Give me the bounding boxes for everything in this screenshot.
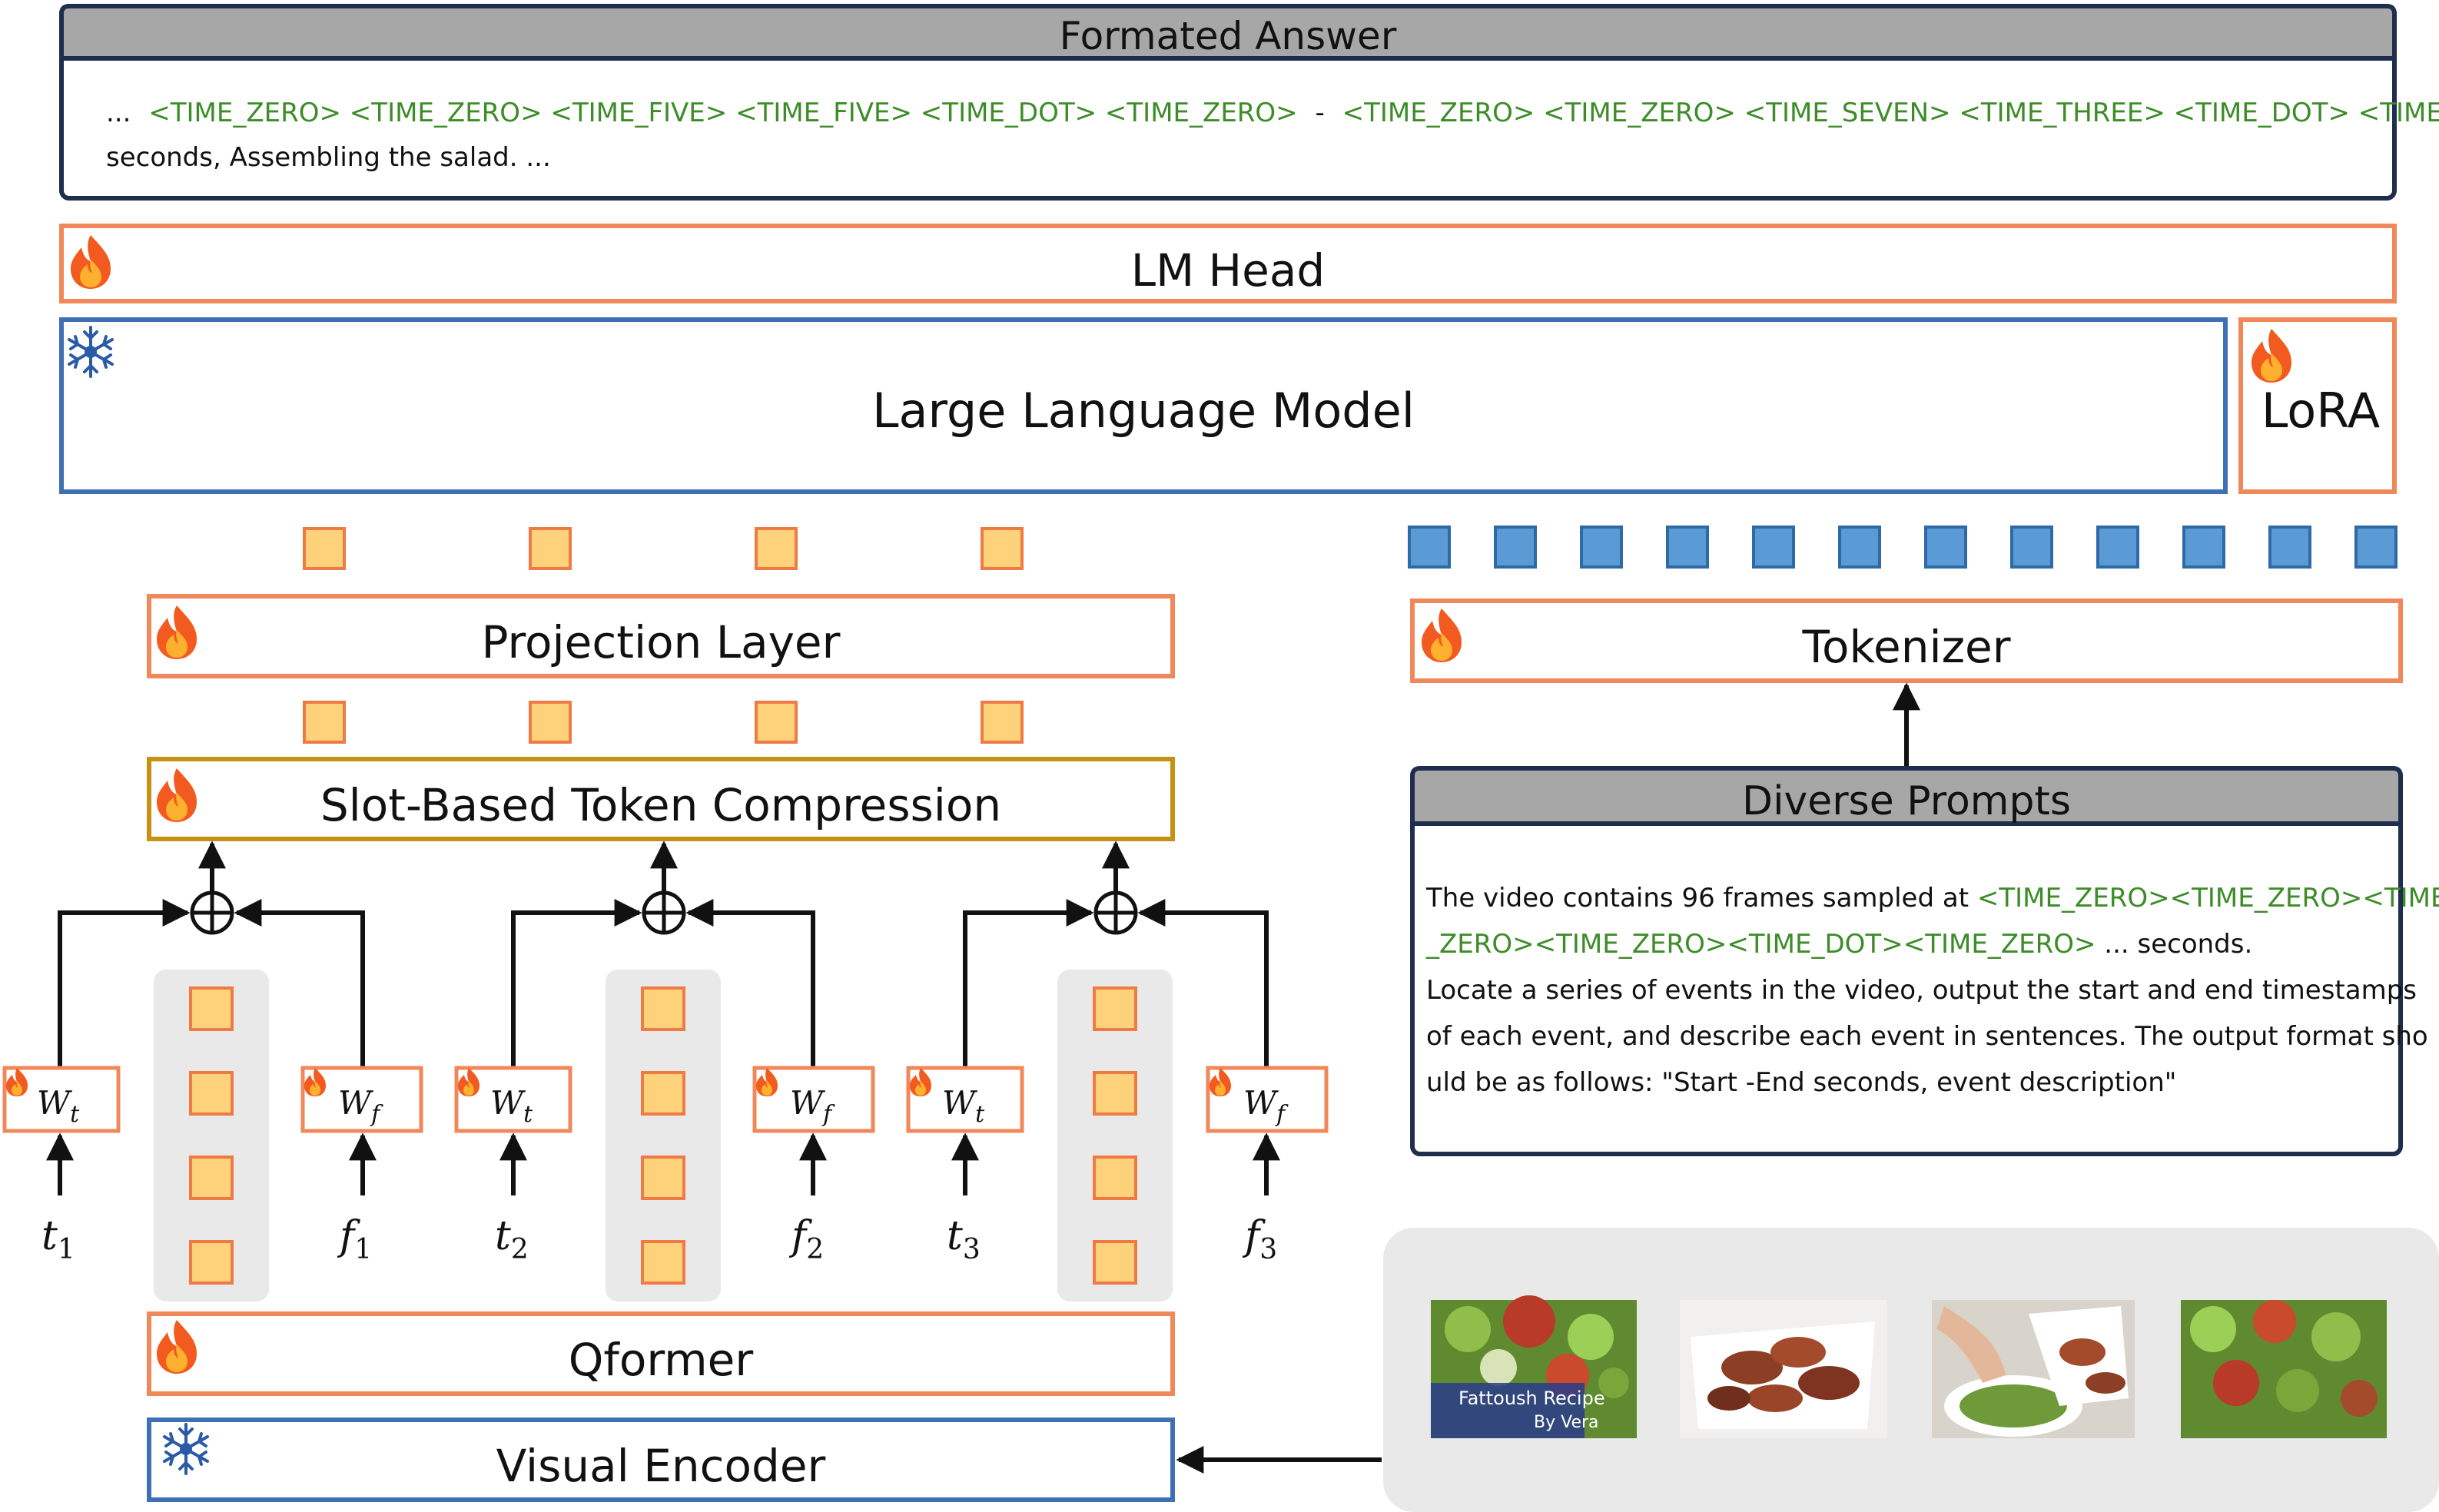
lm-head-box: LM Head bbox=[59, 224, 2397, 303]
diverse-prompts-title: Diverse Prompts bbox=[1742, 778, 2071, 824]
frame-label: f2 bbox=[788, 1213, 824, 1265]
video-frame-2 bbox=[1680, 1300, 1887, 1438]
query-token bbox=[189, 1240, 234, 1285]
frame-path bbox=[1137, 899, 1269, 1066]
timestamp-label: t2 bbox=[495, 1213, 529, 1265]
visual-token bbox=[529, 527, 572, 570]
qformer-label: Qformer bbox=[569, 1334, 754, 1386]
query-token bbox=[1093, 1156, 1137, 1200]
llm-label: Large Language Model bbox=[872, 383, 1415, 439]
frame-group-2: Wt Wf t2 f2 bbox=[454, 841, 875, 1301]
frame-group-1: Wt Wf t1 f1 bbox=[2, 841, 423, 1301]
query-token bbox=[641, 1240, 685, 1285]
visual-encoder-label: Visual Encoder bbox=[496, 1440, 826, 1492]
slot-compression-box: Slot-Based Token Compression bbox=[147, 757, 1175, 841]
time-weight-label: Wt bbox=[490, 1084, 533, 1128]
qformer-box: Qformer bbox=[147, 1311, 1175, 1396]
prompt-line-2: _ZERO><TIME_ZERO><TIME_DOT><TIME_ZERO> .… bbox=[1425, 929, 2252, 960]
text-token bbox=[1924, 526, 1967, 569]
timestamp-label: t1 bbox=[41, 1213, 75, 1265]
compressed-tokens bbox=[303, 701, 1024, 744]
large-language-model-box: Large Language Model bbox=[59, 317, 2228, 494]
query-token bbox=[189, 1156, 234, 1200]
query-token bbox=[1093, 1240, 1137, 1285]
text-token bbox=[1666, 526, 1709, 569]
timestamp-label: t3 bbox=[947, 1213, 981, 1265]
text-token bbox=[1580, 526, 1623, 569]
time-weight-label: Wt bbox=[37, 1084, 80, 1128]
text-token bbox=[2010, 526, 2053, 569]
frame-path bbox=[234, 899, 365, 1066]
add-operator-icon bbox=[642, 890, 686, 935]
visual-token bbox=[981, 527, 1024, 570]
prompt-line-3: Locate a series of events in the video, … bbox=[1426, 975, 2417, 1006]
frame-path bbox=[685, 899, 815, 1066]
text-token bbox=[1408, 526, 1451, 569]
query-token bbox=[641, 1156, 685, 1200]
frame-group-3: Wt Wf t3 f3 bbox=[906, 841, 1329, 1301]
query-token-panel bbox=[606, 970, 721, 1301]
answer-line-1: ... <TIME_ZERO> <TIME_ZERO> <TIME_FIVE> … bbox=[106, 98, 2439, 128]
visual-token bbox=[303, 701, 346, 744]
projected-tokens bbox=[303, 527, 1024, 570]
lm-head-label: LM Head bbox=[1131, 244, 1325, 297]
frame-weight-label: Wf bbox=[790, 1084, 835, 1128]
query-token-panel bbox=[154, 970, 269, 1301]
projection-layer-box: Projection Layer bbox=[147, 594, 1175, 678]
lora-label: LoRA bbox=[2261, 383, 2380, 439]
visual-token bbox=[981, 701, 1024, 744]
time-path bbox=[58, 899, 191, 1066]
text-token bbox=[2268, 526, 2311, 569]
query-token-panel bbox=[1057, 970, 1173, 1301]
query-token bbox=[1093, 1071, 1137, 1116]
frame-weight-box bbox=[1206, 1066, 1329, 1133]
frame-label: f1 bbox=[337, 1213, 372, 1265]
projection-layer-label: Projection Layer bbox=[482, 616, 841, 668]
text-tokens bbox=[1408, 526, 2398, 569]
prompt-line-5: uld be as follows: "Start -End seconds, … bbox=[1426, 1067, 2176, 1098]
visual-token bbox=[755, 701, 798, 744]
tokenizer-label: Tokenizer bbox=[1801, 621, 2010, 673]
visual-token bbox=[755, 527, 798, 570]
frame-label: f3 bbox=[1242, 1213, 1277, 1265]
video-frame-3 bbox=[1932, 1300, 2135, 1438]
query-token bbox=[641, 986, 685, 1031]
video-frames-panel: Fattoush Recipe By Vera bbox=[1383, 1228, 2439, 1512]
visual-token bbox=[529, 701, 572, 744]
text-token bbox=[2354, 526, 2398, 569]
text-token bbox=[1494, 526, 1537, 569]
tokenizer-box: Tokenizer bbox=[1410, 598, 2403, 683]
slot-compression-label: Slot-Based Token Compression bbox=[320, 779, 1001, 831]
query-token bbox=[641, 1071, 685, 1116]
query-token bbox=[189, 1071, 234, 1116]
add-operator-icon bbox=[190, 890, 234, 935]
text-token bbox=[2182, 526, 2225, 569]
frame-caption-author: By Vera bbox=[1534, 1413, 1599, 1432]
time-path bbox=[511, 899, 642, 1066]
query-token bbox=[1093, 986, 1137, 1031]
text-token bbox=[1838, 526, 1881, 569]
prompt-line-4: of each event, and describe each event i… bbox=[1426, 1021, 2428, 1052]
time-path bbox=[963, 899, 1094, 1066]
video-frame-1: Fattoush Recipe By Vera bbox=[1431, 1295, 1637, 1438]
diverse-prompts-panel: Diverse Prompts The video contains 96 fr… bbox=[1410, 766, 2439, 1156]
prompt-line-1: The video contains 96 frames sampled at … bbox=[1425, 883, 2439, 914]
answer-line-2: seconds, Assembling the salad. ... bbox=[106, 142, 551, 173]
visual-token bbox=[303, 527, 346, 570]
time-weight-label: Wt bbox=[942, 1084, 985, 1128]
text-token bbox=[2096, 526, 2139, 569]
frame-caption-title: Fattoush Recipe bbox=[1458, 1388, 1605, 1409]
visual-encoder-box: Visual Encoder bbox=[147, 1418, 1175, 1502]
formatted-answer-panel: Formated Answer ... <TIME_ZERO> <TIME_ZE… bbox=[59, 4, 2439, 201]
add-operator-icon bbox=[1093, 890, 1138, 935]
lora-box: LoRA bbox=[2238, 317, 2397, 494]
formatted-answer-title: Formated Answer bbox=[1060, 14, 1397, 58]
text-token bbox=[1752, 526, 1795, 569]
query-token bbox=[189, 986, 234, 1031]
video-frame-4 bbox=[2181, 1300, 2387, 1438]
